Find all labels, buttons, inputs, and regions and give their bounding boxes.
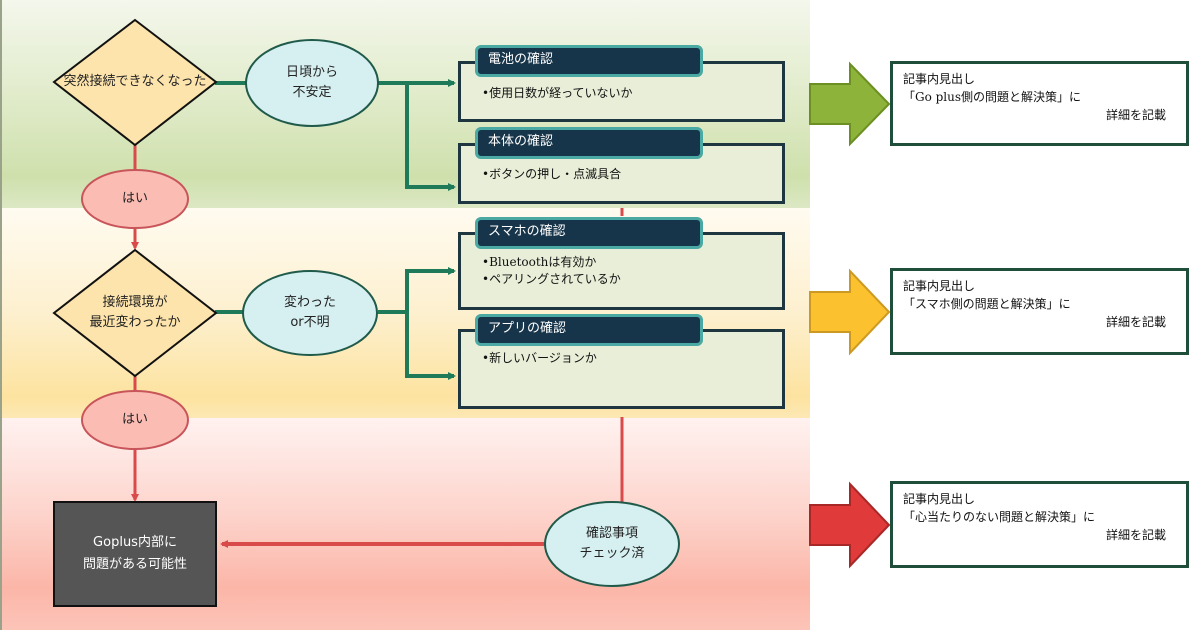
- result-line2: 問題がある可能性: [82, 557, 187, 572]
- note-heading: 記事内見出し: [903, 72, 976, 86]
- note-goplus-side: 記事内見出し 「Go plus側の問題と解決策」に 詳細を記載: [890, 61, 1189, 146]
- check-group-smartphone-title: スマホの確認: [475, 217, 703, 249]
- note-heading: 記事内見出し: [903, 279, 976, 293]
- check-item: •ペアリングされているか: [482, 272, 621, 286]
- yes-label-2: はい: [121, 412, 148, 427]
- answer-label-checked: 確認事項 チェック済: [545, 522, 679, 566]
- answer-oval-changed: [242, 270, 378, 356]
- note-detail: 詳細を記載: [1105, 108, 1166, 122]
- note-section-link[interactable]: 「スマホ側の問題と解決策」に: [903, 297, 1071, 311]
- note-heading: 記事内見出し: [903, 492, 976, 506]
- block-arrow-red-icon: [809, 481, 891, 569]
- result-line1: Goplus内部に: [93, 535, 177, 550]
- check-group-battery-items: •使用日数が経っていないか: [482, 85, 632, 102]
- decision-2-line1: 接続環境が: [102, 295, 168, 310]
- decision-label-2: 接続環境が 最近変わったか: [54, 288, 216, 338]
- block-arrow-green-icon: [809, 61, 891, 147]
- note-section-link[interactable]: 「心当たりのない問題と解決策」に: [903, 510, 1096, 524]
- note-detail: 詳細を記載: [1105, 315, 1166, 329]
- result-box-goplus-internal: Goplus内部に 問題がある可能性: [53, 501, 217, 607]
- check-group-smartphone-items: •Bluetoothは有効か •ペアリングされているか: [482, 254, 621, 288]
- note-unknown-cause: 記事内見出し 「心当たりのない問題と解決策」に 詳細を記載: [890, 481, 1189, 568]
- check-group-app-title: アプリの確認: [475, 314, 703, 346]
- note-detail: 詳細を記載: [1105, 528, 1166, 542]
- yes-oval-1: [81, 169, 189, 229]
- check-item: •ボタンの押し・点滅具合: [482, 167, 622, 181]
- decision-diamond-1: [52, 18, 218, 147]
- decision-1-text: 突然接続できなくなった: [63, 74, 207, 89]
- block-arrow-yellow-icon: [809, 268, 891, 356]
- answer-unstable-line2: 不安定: [292, 85, 332, 100]
- answer-oval-unstable: [245, 39, 379, 127]
- decision-label-1: 突然接続できなくなった: [54, 62, 216, 102]
- check-group-battery-title: 電池の確認: [475, 45, 703, 77]
- decision-diamond-2: [52, 248, 218, 378]
- check-item: •使用日数が経っていないか: [482, 86, 633, 100]
- check-group-app-items: •新しいバージョンか: [482, 350, 597, 367]
- check-group-device-items: •ボタンの押し・点滅具合: [482, 166, 621, 183]
- answer-oval-checked: [544, 501, 680, 587]
- note-section-link[interactable]: 「Go plus側の問題と解決策」に: [903, 90, 1082, 104]
- check-item: •新しいバージョンか: [482, 351, 597, 365]
- check-group-device-title: 本体の確認: [475, 127, 703, 159]
- answer-changed-line1: 変わった: [283, 295, 336, 310]
- yes-label-1: はい: [121, 191, 148, 206]
- yes-oval-2: [81, 390, 189, 450]
- answer-unstable-line1: 日頃から: [285, 65, 338, 80]
- answer-checked-line1: 確認事項: [585, 526, 638, 541]
- left-edge-line: [0, 0, 2, 630]
- note-smartphone-side: 記事内見出し 「スマホ側の問題と解決策」に 詳細を記載: [890, 268, 1189, 355]
- answer-changed-line2: or不明: [290, 315, 330, 330]
- answer-label-unstable: 日頃から 不安定: [246, 62, 378, 104]
- answer-checked-line2: チェック済: [579, 546, 645, 561]
- answer-label-changed: 変わった or不明: [243, 292, 377, 334]
- decision-2-line2: 最近変わったか: [89, 315, 181, 330]
- check-item: •Bluetoothは有効か: [482, 255, 597, 269]
